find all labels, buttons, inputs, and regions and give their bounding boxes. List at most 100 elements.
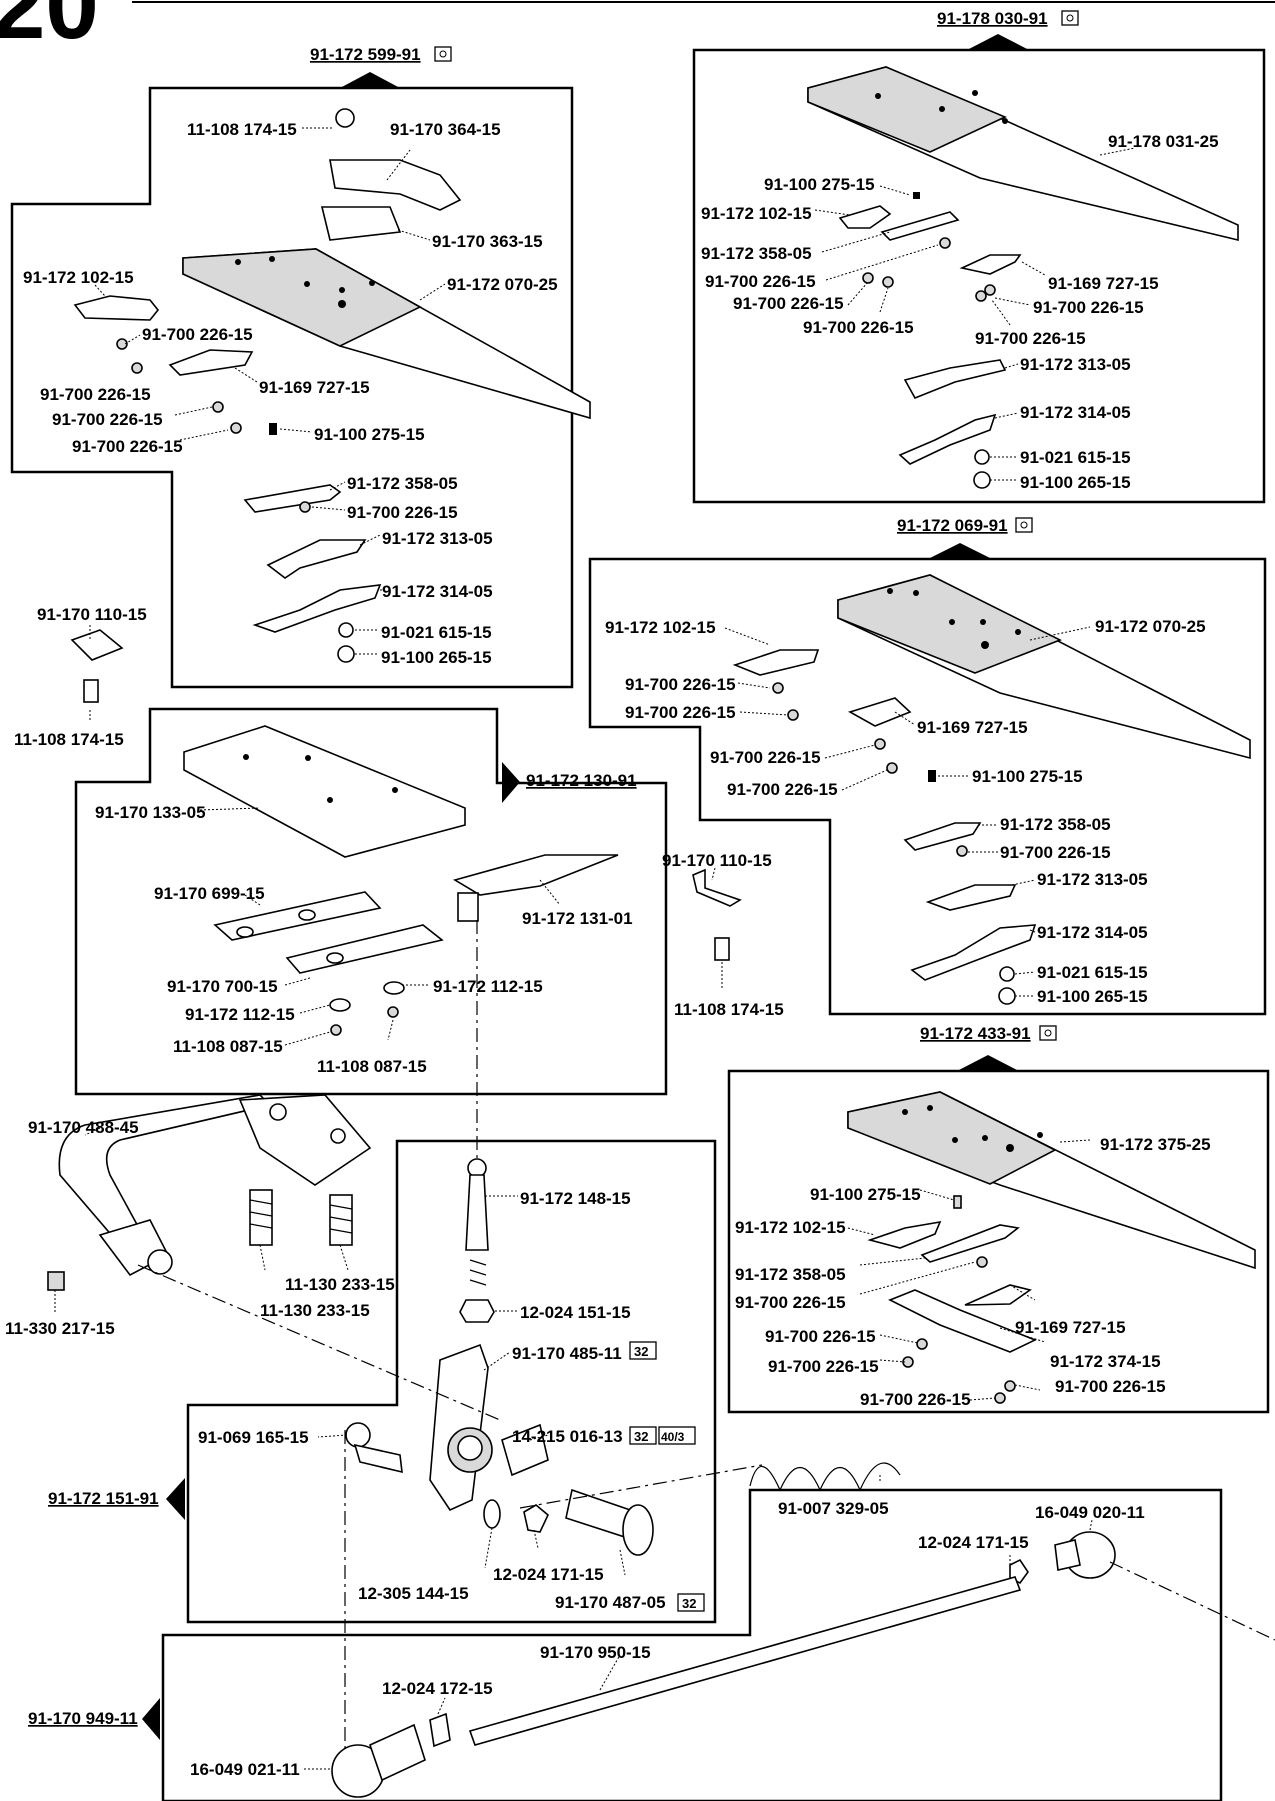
- part-drawings-069: [732, 574, 1251, 1005]
- callout: 91-100 265-15: [381, 648, 492, 667]
- callout: 91-170 133-05: [95, 803, 206, 822]
- assembly-header-949: 91-170 949-11: [28, 1698, 160, 1740]
- callout: 91-069 165-15: [198, 1428, 309, 1447]
- callout: 91-172 112-15: [185, 1005, 295, 1024]
- callout: 91-172 314-05: [382, 582, 493, 601]
- callout: 91-172 112-15: [433, 977, 543, 996]
- assembly-header-130: 91-172 130-91: [502, 762, 637, 803]
- svg-text:91-172 433-91: 91-172 433-91: [920, 1024, 1031, 1043]
- callout: 91-172 070-25: [1095, 617, 1206, 636]
- callout: 91-700 226-15: [860, 1390, 971, 1409]
- callout: 91-700 226-15: [142, 325, 253, 344]
- badge-box: [629, 1426, 657, 1445]
- callout: 91-172 358-05: [347, 474, 458, 493]
- callout: 91-172 374-15: [1050, 1352, 1161, 1371]
- assembly-header-151: 91-172 151-91: [48, 1478, 185, 1520]
- callout: 91-172 314-05: [1020, 403, 1131, 422]
- badge-box: [677, 1593, 705, 1612]
- callout: 91-700 226-15: [803, 318, 914, 337]
- callout: 12-024 171-15: [918, 1533, 1029, 1552]
- callout: 11-330 217-15: [5, 1319, 115, 1338]
- page-number: 20: [0, 0, 99, 59]
- boxed-badges: 32 32 40/3 32: [629, 1341, 705, 1612]
- callout: 11-108 087-15: [317, 1057, 427, 1076]
- callout: 11-108 174-15: [14, 730, 124, 749]
- callout: 91-700 226-15: [705, 272, 816, 291]
- svg-text:91-172 130-91: 91-172 130-91: [526, 771, 637, 790]
- callout: 91-700 226-15: [1000, 843, 1111, 862]
- callout: 11-130 233-15: [260, 1301, 370, 1320]
- callout: 91-172 313-05: [382, 529, 493, 548]
- assembly-guide-lines: [137, 920, 1275, 1750]
- callout: 12-305 144-15: [358, 1584, 469, 1603]
- callout: 91-169 727-15: [917, 718, 1028, 737]
- badge: 32: [682, 1596, 696, 1611]
- assembly-frame-151: [186, 1139, 717, 1624]
- assembly-header-030: 91-178 030-91: [937, 9, 1079, 50]
- assembly-frame-130: [74, 707, 668, 1096]
- callout: 91-172 313-05: [1037, 870, 1148, 889]
- callout: 16-049 021-11: [190, 1760, 300, 1779]
- callout: 91-172 131-01: [522, 909, 633, 928]
- callout: 91-100 275-15: [764, 175, 875, 194]
- callout: 91-169 727-15: [259, 378, 370, 397]
- part-drawings-599: [70, 108, 591, 703]
- callout: 91-700 226-15: [735, 1293, 846, 1312]
- callout: 91-169 727-15: [1048, 274, 1159, 293]
- callout: 91-700 226-15: [768, 1357, 879, 1376]
- callout: 91-007 329-05: [778, 1499, 889, 1518]
- assembly-header-069: 91-172 069-91: [897, 516, 1033, 559]
- callout: 91-700 226-15: [625, 675, 736, 694]
- callout: 91-172 102-15: [605, 618, 716, 637]
- part-drawings-mechanism: [47, 1094, 1116, 1798]
- callout: 91-021 615-15: [381, 623, 492, 642]
- callout: 91-170 950-15: [540, 1643, 651, 1662]
- callout: 91-700 226-15: [1033, 298, 1144, 317]
- leader-lines: [54, 127, 1136, 1770]
- callout: 91-700 226-15: [733, 294, 844, 313]
- callout: 11-130 233-15: [285, 1275, 395, 1294]
- callout: 91-172 313-05: [1020, 355, 1131, 374]
- part-drawings-130: [183, 725, 742, 1036]
- callout: 11-108 174-15: [187, 120, 297, 139]
- svg-text:91-170 949-11: 91-170 949-11: [28, 1709, 138, 1728]
- callout: 91-172 102-15: [23, 268, 134, 287]
- callout: 91-170 485-11: [512, 1344, 622, 1363]
- callout: 91-100 275-15: [314, 425, 425, 444]
- callout: 12-024 151-15: [520, 1303, 631, 1322]
- callout: 12-024 171-15: [493, 1565, 604, 1584]
- callout: 91-178 031-25: [1108, 132, 1219, 151]
- assembly-frame-949: [161, 1488, 1223, 1801]
- callout: 91-021 615-15: [1020, 448, 1131, 467]
- callout: 91-700 226-15: [727, 780, 838, 799]
- callout: 91-700 226-15: [710, 748, 821, 767]
- callout: 91-100 265-15: [1020, 473, 1131, 492]
- callout: 91-172 358-05: [735, 1265, 846, 1284]
- badge: 40/3: [661, 1430, 685, 1444]
- callout: 11-108 174-15: [674, 1000, 784, 1019]
- callout: 14-215 016-13: [512, 1427, 623, 1446]
- callout: 91-172 375-25: [1100, 1135, 1211, 1154]
- callout-labels: 11-108 174-15 91-170 364-15 91-170 363-1…: [5, 120, 1219, 1779]
- badge-box: [629, 1341, 657, 1360]
- svg-text:91-178 030-91: 91-178 030-91: [937, 9, 1048, 28]
- callout: 91-100 275-15: [810, 1185, 921, 1204]
- callout: 91-169 727-15: [1015, 1318, 1126, 1337]
- callout: 12-024 172-15: [382, 1679, 493, 1698]
- assembly-header-599: 91-172 599-91: [310, 45, 452, 88]
- callout: 91-700 226-15: [40, 385, 151, 404]
- assembly-header-433: 91-172 433-91: [920, 1024, 1057, 1071]
- callout: 91-172 358-05: [1000, 815, 1111, 834]
- callout: 91-170 363-15: [432, 232, 543, 251]
- callout: 91-700 226-15: [975, 329, 1086, 348]
- callout: 91-170 110-15: [37, 605, 147, 624]
- callout: 91-100 275-15: [972, 767, 1083, 786]
- callout: 91-700 226-15: [72, 437, 183, 456]
- part-drawings-030: [807, 66, 1239, 489]
- svg-text:91-172 599-91: 91-172 599-91: [310, 45, 421, 64]
- callout: 91-172 314-05: [1037, 923, 1148, 942]
- callout: 91-170 488-45: [28, 1118, 139, 1137]
- svg-text:91-172 151-91: 91-172 151-91: [48, 1489, 159, 1508]
